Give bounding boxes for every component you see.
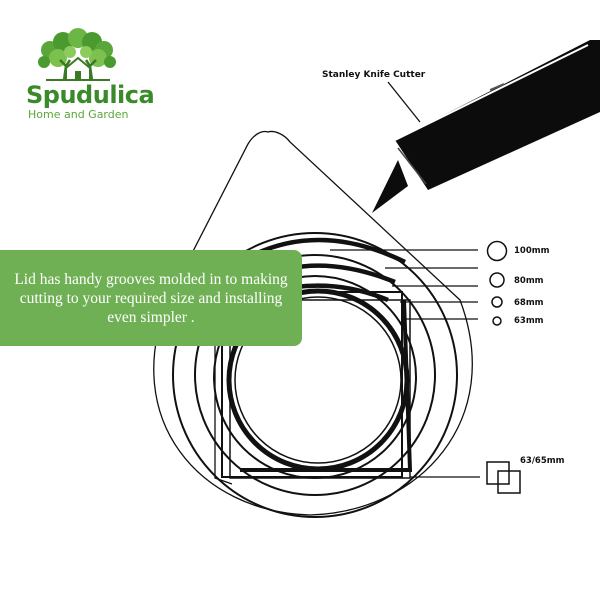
size-label-80mm: 80mm (514, 276, 544, 286)
square-groove-inner (229, 299, 411, 479)
cutter-label: Stanley Knife Cutter (322, 70, 426, 80)
brand-name: Spudulica (26, 81, 155, 109)
size-label-63-65mm: 63/65mm (520, 456, 565, 466)
size-68mm-icon (491, 296, 503, 308)
size-label-100mm: 100mm (514, 246, 550, 256)
groove-80mm (194, 254, 436, 496)
callout-box: Lid has handy grooves molded in to makin… (0, 250, 302, 346)
size-label-68mm: 68mm (514, 298, 544, 308)
size-63mm-icon (492, 316, 502, 326)
tree-logo-icon (38, 28, 116, 81)
groove-100mm (172, 232, 458, 518)
brand-tagline: Home and Garden (28, 108, 129, 121)
size-square-icon (486, 461, 521, 494)
stanley-knife-icon (372, 40, 600, 213)
brand-block: Spudulica Home and Garden (26, 81, 155, 121)
square-groove-outer (221, 291, 403, 478)
size-100mm-icon (486, 240, 508, 262)
callout-text: Lid has handy grooves molded in to makin… (14, 270, 288, 326)
size-label-63mm: 63mm (514, 316, 544, 326)
size-80mm-icon (489, 272, 505, 288)
